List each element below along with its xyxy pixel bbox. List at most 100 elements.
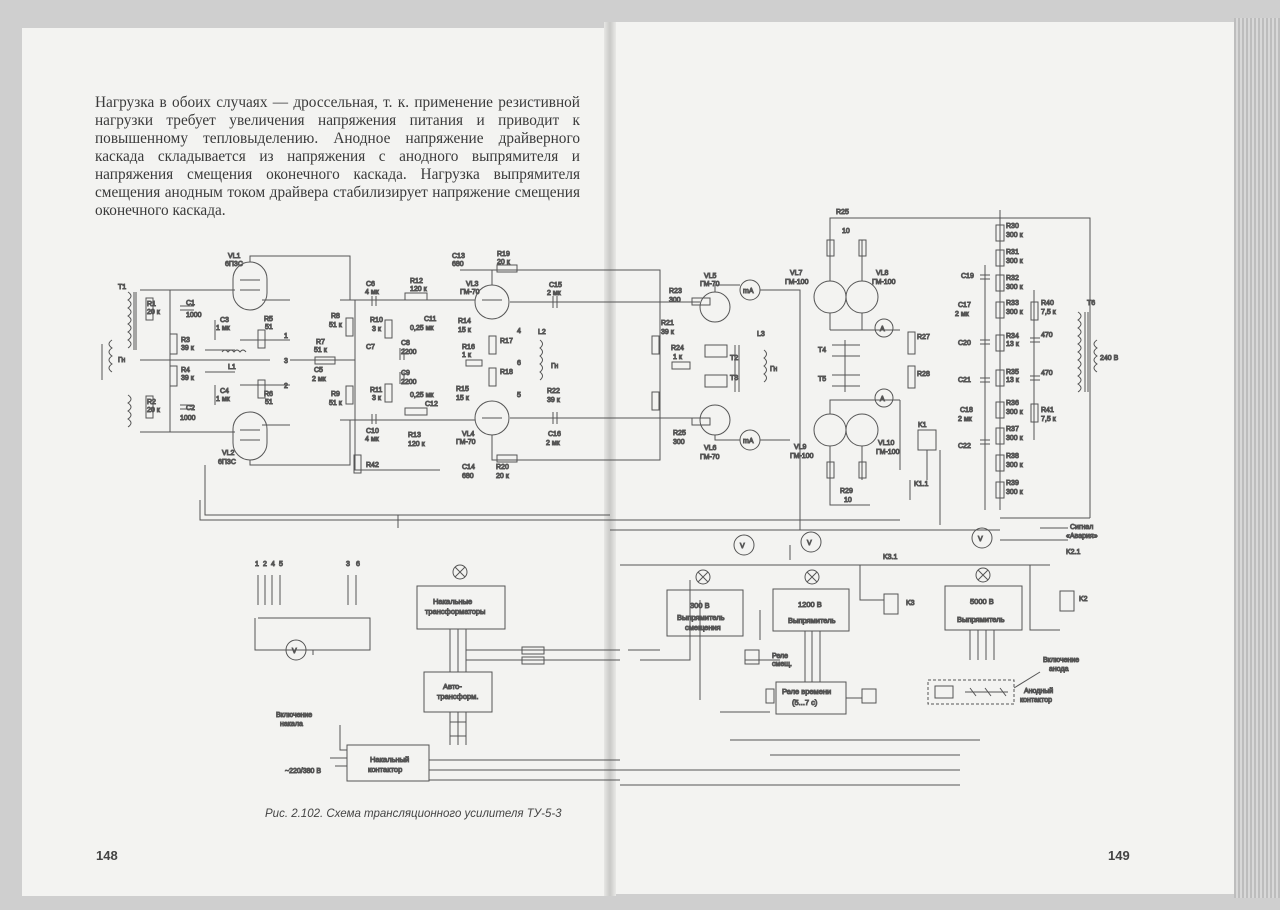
c5-label: C5 bbox=[314, 367, 323, 374]
filament-contactor-block bbox=[346, 744, 430, 782]
vl5-type: ГМ-70 bbox=[700, 281, 720, 288]
pin-5: 5 bbox=[517, 392, 521, 399]
lamp-bias bbox=[695, 569, 711, 585]
output-transformer-t6 bbox=[1077, 311, 1082, 393]
l2-label: L2 bbox=[538, 329, 546, 336]
c22-label: C22 bbox=[958, 443, 971, 450]
r3-value: 39 к bbox=[181, 345, 195, 352]
r6-label: R6 bbox=[264, 391, 273, 398]
fil-transformers-line2: трансформаторы bbox=[425, 607, 485, 616]
r11-value: 3 к bbox=[372, 395, 382, 402]
resistor-r10 bbox=[384, 319, 393, 339]
choke-l2 bbox=[539, 339, 543, 381]
page-number-right: 149 bbox=[1108, 848, 1130, 863]
r29-value: 10 bbox=[844, 497, 852, 504]
t5-label: T5 bbox=[818, 376, 826, 383]
k3-label: K3 bbox=[906, 600, 915, 607]
ma-bottom-label: mA bbox=[743, 438, 754, 445]
lamp-1200 bbox=[804, 569, 820, 585]
pin-1: 1 bbox=[284, 333, 288, 340]
vl6-type: ГМ-70 bbox=[700, 454, 720, 461]
r32-value: 300 к bbox=[1006, 284, 1024, 291]
r8-label: R8 bbox=[331, 313, 340, 320]
r14-label: R14 bbox=[458, 318, 471, 325]
vl8-id: VL8 bbox=[876, 270, 889, 277]
r1-label: R1 bbox=[147, 301, 156, 308]
vl9-type: ГМ-100 bbox=[790, 453, 814, 460]
resistor-r17 bbox=[488, 335, 497, 355]
resistor-r3 bbox=[169, 333, 178, 355]
relay-k1 bbox=[917, 429, 937, 451]
tube-vl5 bbox=[699, 291, 731, 323]
ammeter-top bbox=[874, 318, 894, 338]
r7-label: R7 bbox=[316, 339, 325, 346]
bias-rectifier-block bbox=[666, 589, 744, 637]
c6-value: 4 мк bbox=[365, 289, 380, 296]
inset-label-4: 4 bbox=[271, 561, 275, 568]
r8-value: 51 к bbox=[329, 322, 343, 329]
r34-value: 13 к bbox=[1006, 341, 1020, 348]
tube-vl2 bbox=[232, 411, 268, 461]
c470a-label: 470 bbox=[1041, 332, 1053, 339]
r25b-label: R25 bbox=[836, 209, 849, 216]
r12-label: R12 bbox=[410, 278, 423, 285]
r12-value: 120 к bbox=[410, 286, 428, 293]
fil-on-line1: Включение bbox=[276, 712, 312, 719]
ammeter-top-label: A bbox=[880, 326, 885, 333]
c16-value: 2 мк bbox=[546, 440, 561, 447]
r11-label: R11 bbox=[370, 387, 382, 394]
relay-k2 bbox=[1059, 590, 1075, 612]
c12-label: C12 bbox=[425, 401, 438, 408]
resistor-r6 bbox=[257, 379, 266, 399]
c15-value: 2 мк bbox=[547, 290, 562, 297]
c11-value: 0,25 мк bbox=[410, 325, 434, 332]
resistor-r11 bbox=[384, 383, 393, 403]
tube-vl3 bbox=[474, 284, 510, 320]
vl5-id: VL5 bbox=[704, 273, 717, 280]
bias-rect-line2: смещения bbox=[685, 623, 721, 632]
vl1-id: VL1 bbox=[228, 253, 241, 260]
r36-label: R36 bbox=[1006, 400, 1019, 407]
bias-rect-voltage: 300 В bbox=[690, 601, 710, 610]
input-transformer-t1: T1 bbox=[101, 284, 137, 428]
vl2-id: VL2 bbox=[222, 450, 235, 457]
resistor-r2 bbox=[145, 395, 154, 419]
rect-1200-name: Выпрямитель bbox=[788, 616, 836, 625]
c4-label: C4 bbox=[220, 388, 229, 395]
r19-value: 20 к bbox=[497, 259, 511, 266]
r3-label: R3 bbox=[181, 337, 190, 344]
c13-label: C13 bbox=[452, 253, 465, 260]
lamp-5000 bbox=[975, 567, 991, 583]
r1-value: 20 к bbox=[147, 309, 161, 316]
r15-value: 15 к bbox=[456, 395, 470, 402]
resistor-r28 bbox=[907, 365, 916, 389]
r19-label: R19 bbox=[497, 251, 510, 258]
r38-value: 300 к bbox=[1006, 462, 1024, 469]
rect-5000-name: Выпрямитель bbox=[957, 615, 1005, 624]
anode-contactor-block bbox=[927, 679, 1015, 705]
c17-value: 2 мк bbox=[955, 311, 970, 318]
r6-value: 51 bbox=[265, 399, 273, 406]
r30-label: R30 bbox=[1006, 223, 1019, 230]
resistor-r13 bbox=[404, 407, 428, 416]
voltmeter-inset-label: V bbox=[292, 648, 297, 655]
r31-value: 300 к bbox=[1006, 258, 1024, 265]
r40-label: R40 bbox=[1041, 300, 1054, 307]
resistor-r20 bbox=[496, 454, 518, 463]
r4-value: 39 к bbox=[181, 375, 195, 382]
r38-label: R38 bbox=[1006, 453, 1019, 460]
k3-1-label: K3.1 bbox=[883, 554, 898, 561]
ma-top-label: mA bbox=[743, 288, 754, 295]
t4-label: T4 bbox=[818, 347, 826, 354]
bias-relay-line2: смещ. bbox=[772, 661, 792, 668]
v-5000-label: V bbox=[978, 536, 983, 543]
choke-l1 bbox=[221, 349, 247, 353]
k2-1-label: K2.1 bbox=[1066, 549, 1081, 556]
v-1200-label: V bbox=[807, 540, 812, 547]
c19-label: C19 bbox=[961, 273, 974, 280]
c470b-label: 470 bbox=[1041, 370, 1053, 377]
r10-label: R10 bbox=[370, 317, 383, 324]
c7-label: C7 bbox=[366, 344, 375, 351]
vl4-id: VL4 bbox=[462, 431, 475, 438]
r24-value: 1 к bbox=[673, 354, 683, 361]
